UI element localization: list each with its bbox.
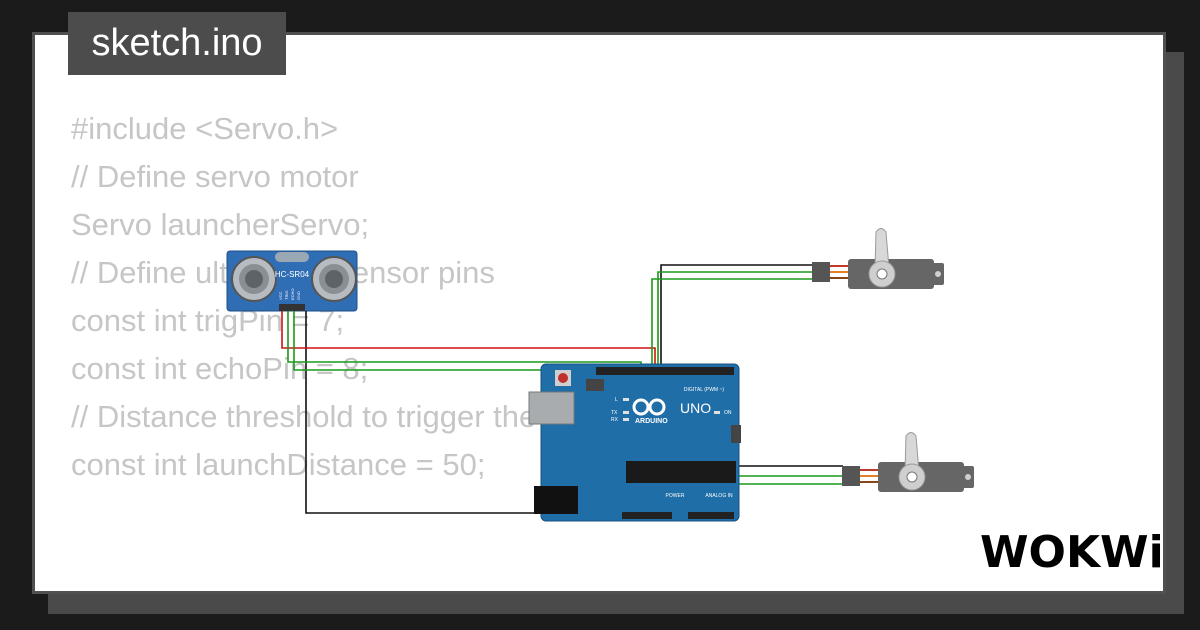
led-on-label: ON	[724, 410, 732, 416]
board-model-label: UNO	[680, 400, 711, 416]
digital-header-label: DIGITAL (PWM ~)	[684, 387, 724, 393]
wire-red[interactable]	[281, 311, 656, 375]
code-line: #include <Servo.h>	[71, 111, 339, 146]
wokwi-logo-text: WOKWi	[980, 527, 1162, 578]
arduino-uno-board[interactable]: DIGITAL (PWM ~) UNO ARDUINO L TX RX ON P…	[528, 363, 741, 522]
code-line: const int launchDistance = 50;	[71, 447, 486, 482]
sensor-pin-label: VCC	[278, 291, 283, 300]
led-rx-label: RX	[611, 417, 619, 423]
power-header-label: POWER	[666, 493, 685, 499]
sensor-label: HC-SR04	[275, 270, 310, 279]
ultrasonic-sensor[interactable]: HC-SR04 VCC TRIG ECHO GND	[226, 250, 358, 312]
sensor-pin-label: TRIG	[284, 290, 289, 300]
arduino-infinity-icon	[632, 398, 666, 416]
analog-header-label: ANALOG IN	[705, 493, 733, 499]
code-line: // Define servo motor	[71, 159, 359, 194]
code-line: Servo launcherServo;	[71, 207, 370, 242]
code-line: const int trigPin = 7;	[71, 303, 345, 338]
sensor-pin-label: ECHO	[290, 288, 295, 300]
led-l-label: L	[615, 397, 618, 403]
led-tx-label: TX	[611, 410, 618, 416]
file-tab[interactable]: sketch.ino	[68, 12, 286, 75]
wire-black[interactable]	[660, 264, 812, 375]
wire-black[interactable]	[305, 311, 552, 514]
servo-icon[interactable]	[812, 228, 944, 290]
sensor-pin-label: GND	[296, 291, 301, 300]
wokwi-logo: WOKWi	[980, 527, 1162, 578]
board-brand-label: ARDUINO	[635, 418, 668, 425]
servo-icon[interactable]	[842, 432, 974, 493]
